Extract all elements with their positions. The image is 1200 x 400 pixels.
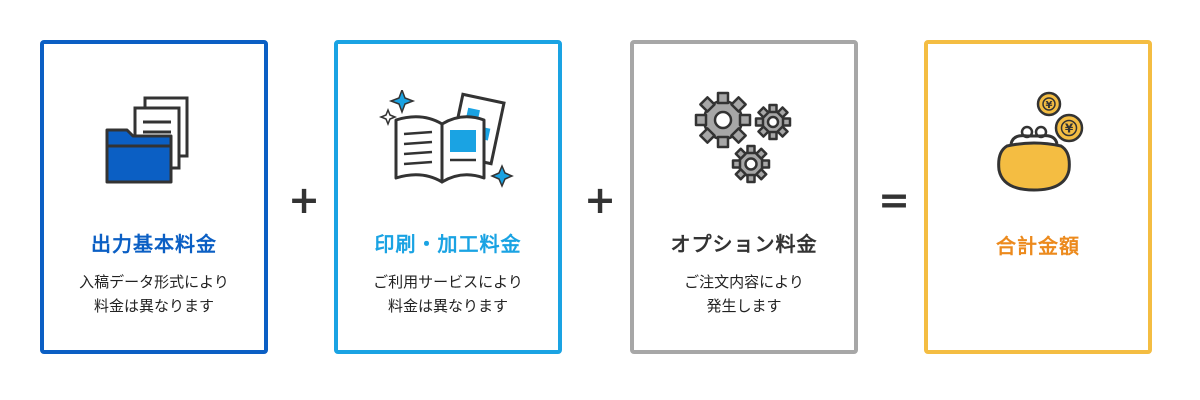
card-description: 入稿データ形式により 料金は異なります bbox=[79, 273, 229, 315]
card-title: 印刷・加工料金 bbox=[374, 232, 522, 256]
coin-purse-icon: ¥ ¥ bbox=[928, 90, 1148, 200]
card-printing-processing-fee: 印刷・加工料金 ご利用サービスにより 料金は異なります bbox=[334, 40, 562, 354]
card-total-amount: ¥ ¥ 合計金額 bbox=[924, 40, 1152, 354]
card-title: オプション料金 bbox=[670, 232, 818, 256]
card-base-output-fee: 出力基本料金 入稿データ形式により 料金は異なります bbox=[40, 40, 268, 354]
folder-documents-icon bbox=[44, 90, 264, 200]
card-description: ご利用サービスにより 料金は異なります bbox=[373, 273, 523, 315]
svg-text:¥: ¥ bbox=[1046, 100, 1053, 111]
card-description: ご注文内容により 発生します bbox=[684, 273, 804, 315]
card-option-fee: オプション料金 ご注文内容により 発生します bbox=[630, 40, 858, 354]
gears-icon bbox=[634, 90, 854, 200]
card-title: 出力基本料金 bbox=[91, 232, 217, 256]
equals-operator: = bbox=[878, 178, 910, 222]
card-title: 合計金額 bbox=[996, 234, 1080, 258]
plus-operator: + bbox=[584, 178, 616, 222]
svg-text:¥: ¥ bbox=[1065, 122, 1074, 136]
brochure-icon bbox=[338, 90, 558, 200]
plus-operator: + bbox=[288, 178, 320, 222]
